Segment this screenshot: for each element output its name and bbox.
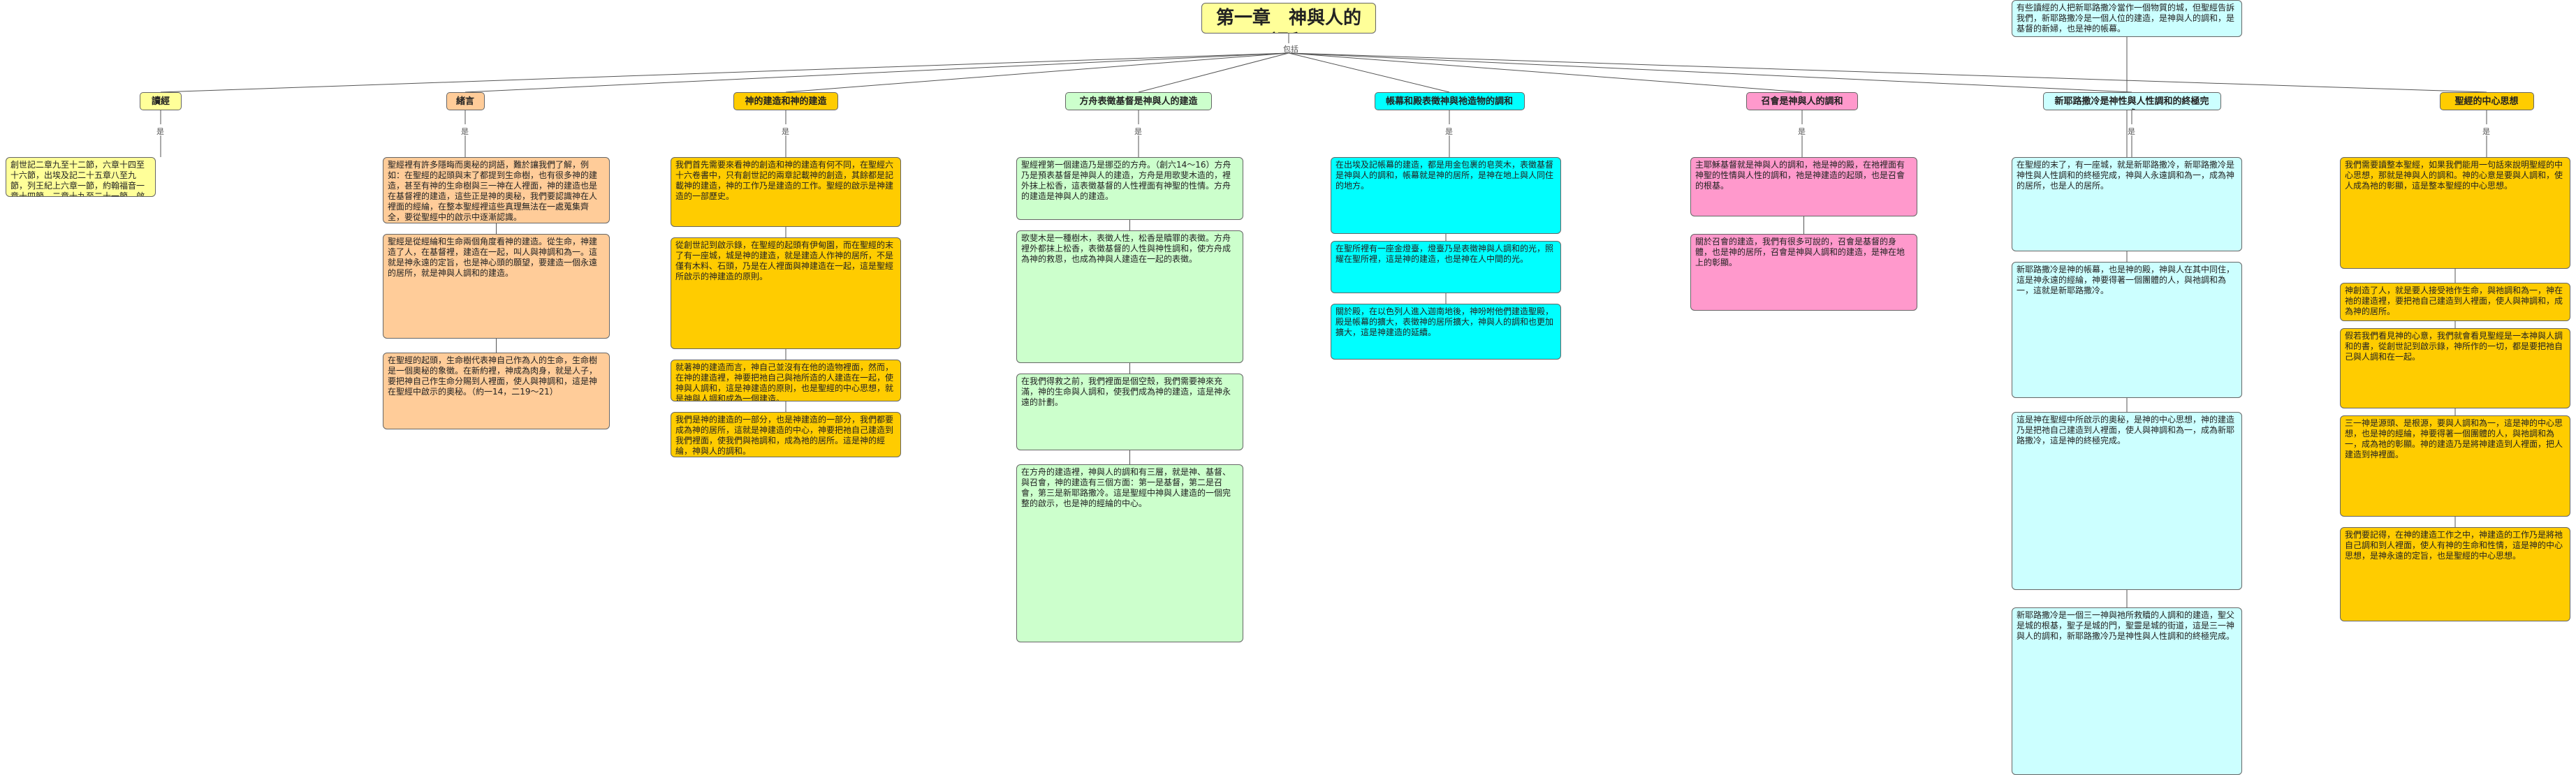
note-b6-0[interactable]: 在聖經的末了，有一座城，就是新耶路撒冷，新耶路撒冷是神性與人性調和的終極完成，神… bbox=[2012, 157, 2242, 251]
topic-label-b0: 是 bbox=[156, 127, 164, 136]
root-to-topic-b5 bbox=[1288, 52, 1803, 93]
note-b6-4[interactable]: 有些讀經的人把新耶路撒冷當作一個物質的城，但聖經告訴我們，新耶路撒冷是一個人位的… bbox=[2012, 0, 2242, 37]
topic-label-b2: 是 bbox=[782, 127, 789, 136]
topic-b2[interactable]: 神的建造和神的建造 bbox=[733, 92, 838, 110]
note-b3-2[interactable]: 在我們得救之前，我們裡面是個空殼，我們需要神來充滿，神的生命與人調和，使我們成為… bbox=[1016, 374, 1243, 450]
connector-lines bbox=[160, 0, 2487, 721]
note-b5-1[interactable]: 關於召會的建造，我們有很多可說的，召會是基督的身體，也是神的居所，召會是神與人調… bbox=[1690, 234, 1917, 311]
note-b1-2[interactable]: 在聖經的起頭，生命樹代表神自己作為人的生命，生命樹是一個奧秘的象徵。在新約裡，神… bbox=[383, 353, 610, 429]
note-b3-1[interactable]: 歌斐木是一種樹木，表徵人性，松香是贖罪的表徵。方舟裡外都抹上松香，表徵基督的人性… bbox=[1016, 230, 1243, 363]
note-b1-1[interactable]: 聖經是從經綸和生命兩個角度看神的建造。從生命，神建造了人，在基督裡，建造在一起，… bbox=[383, 234, 610, 339]
root-to-topic-b3 bbox=[1138, 52, 1289, 93]
topic-label-b4: 是 bbox=[1445, 127, 1453, 136]
note-b7-1[interactable]: 神創造了人，就是要人接受祂作生命，與祂調和為一，神在祂的建造裡，要把祂自己建造到… bbox=[2340, 283, 2570, 321]
note-b5-0[interactable]: 主耶穌基督就是神與人的調和，祂是神的殿，在祂裡面有神聖的性情與人性的調和，祂是神… bbox=[1690, 157, 1917, 216]
root-connector-label: 包括 bbox=[1283, 45, 1298, 54]
topic-label-b7: 是 bbox=[2482, 127, 2490, 136]
note-b1-0[interactable]: 聖經裡有許多隱晦而奧秘的詞語，難於讓我們了解，例如：在聖經的起頭與末了都提到生命… bbox=[383, 157, 610, 223]
topic-b1[interactable]: 緒言 bbox=[446, 92, 485, 110]
note-b6-2[interactable]: 這是神在聖經中所啟示的奧秘，是神的中心思想，神的建造乃是把祂自己建造到人裡面，使… bbox=[2012, 412, 2242, 590]
note-b7-4[interactable]: 我們要記得，在神的建造工作之中，神建造的工作乃是將祂自己調和到人裡面，使人有神的… bbox=[2340, 527, 2570, 621]
note-b2-2[interactable]: 就著神的建造而言，神自己並沒有在他的造物裡面，然而，在神的建造裡，神要把祂自己與… bbox=[671, 360, 901, 401]
note-b4-0[interactable]: 在出埃及記帳幕的建造，都是用金包裹的皂莢木，表徵基督是神與人的調和，帳幕就是神的… bbox=[1331, 157, 1561, 234]
root-to-topic-b0 bbox=[160, 52, 1289, 93]
topic-label-b5: 是 bbox=[1798, 127, 1806, 136]
topic-b6[interactable]: 新耶路撒冷是神性與人性調和的終極完成 bbox=[2042, 92, 2221, 110]
topic-b7[interactable]: 聖經的中心思想 bbox=[2439, 92, 2534, 110]
note-b7-2[interactable]: 假若我們看見神的心意，我們就會看見聖經是一本神與人調和的書，從創世記到啟示錄，神… bbox=[2340, 328, 2570, 408]
root-to-topic-b7 bbox=[1288, 52, 2487, 93]
topic-label-b6: 是 bbox=[2128, 127, 2135, 136]
root-to-topic-b1 bbox=[464, 52, 1289, 93]
note-b4-1[interactable]: 在聖所裡有一座金燈臺，燈臺乃是表徵神與人調和的光，照耀在聖所裡，這是神的建造，也… bbox=[1331, 241, 1561, 293]
note-b6-3[interactable]: 新耶路撒冷是一個三一神與祂所救贖的人調和的建造，聖父是城的根基，聖子是城的門，聖… bbox=[2012, 607, 2242, 775]
note-b2-3[interactable]: 我們是神的建造的一部分，也是神建造的一部分，我們都要成為神的居所，這就是神建造的… bbox=[671, 412, 901, 457]
topic-b5[interactable]: 召會是神與人的調和 bbox=[1746, 92, 1858, 110]
note-b4-2[interactable]: 關於殿，在以色列人進入迦南地後，神吩咐他們建造聖殿，殿是帳幕的擴大，表徵神的居所… bbox=[1331, 304, 1561, 360]
topic-b3[interactable]: 方舟表徵基督是神與人的建造 bbox=[1065, 92, 1212, 110]
root-to-topic-b2 bbox=[785, 52, 1289, 93]
topic-b4[interactable]: 帳幕和殿表徵神與祂造物的調和 bbox=[1374, 92, 1525, 110]
topic-b0[interactable]: 讀經 bbox=[140, 92, 182, 110]
note-b3-0[interactable]: 聖經裡第一個建造乃是挪亞的方舟。（創六14～16）方舟乃是預表基督是神與人的建造… bbox=[1016, 157, 1243, 220]
note-b3-3[interactable]: 在方舟的建造裡，神與人的調和有三層，就是神、基督、與召會，神的建造有三個方面：第… bbox=[1016, 464, 1243, 642]
topic-label-b1: 是 bbox=[461, 127, 469, 136]
note-b0-0[interactable]: 創世記二章九至十二節，六章十四至十六節，出埃及記二十五章八至九節，列王紀上六章一… bbox=[6, 157, 156, 197]
topic-label-b3: 是 bbox=[1134, 127, 1142, 136]
root-to-topic-b6 bbox=[1288, 52, 2132, 93]
note-b7-3[interactable]: 三一神是源頭、是根源，要與人調和為一，這是神的中心思想，也是神的經綸，神要得著一… bbox=[2340, 415, 2570, 517]
note-b2-0[interactable]: 我們首先需要來看神的創造和神的建造有何不同，在聖經六十六卷書中，只有創世記的兩章… bbox=[671, 157, 901, 227]
note-b7-0[interactable]: 我們需要讀整本聖經，如果我們能用一句話來說明聖經的中心思想，那就是神與人的調和。… bbox=[2340, 157, 2570, 269]
note-b6-1[interactable]: 新耶路撒冷是神的帳幕，也是神的殿，神與人在其中同住，這是神永遠的經綸，神要得著一… bbox=[2012, 262, 2242, 398]
root-to-topic-b4 bbox=[1288, 52, 1450, 93]
note-b2-1[interactable]: 從創世記到啟示錄，在聖經的起頭有伊甸園，而在聖經的末了有一座城，城是神的建造，就… bbox=[671, 237, 901, 349]
map-title[interactable]: 第一章 神與人的調和 bbox=[1201, 3, 1376, 34]
